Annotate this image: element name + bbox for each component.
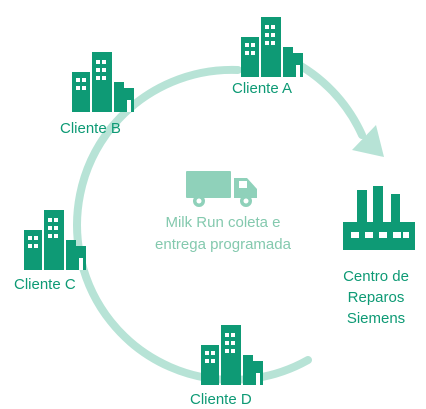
repair-center-line2: Reparos	[347, 289, 405, 306]
client-c	[16, 208, 91, 270]
client-a	[233, 15, 308, 77]
repair-center-line1: Centro de	[343, 268, 409, 285]
client-b-label: Cliente B	[60, 120, 121, 137]
milk-run-caption-line1: Milk Run coleta e	[165, 214, 281, 231]
milk-run-caption-line2: entrega programada	[155, 236, 291, 253]
client-a-label: Cliente A	[232, 80, 293, 97]
milk-run-caption: Milk Run coleta e entrega programada	[133, 212, 313, 256]
buildings-icon	[72, 52, 134, 112]
buildings-icon	[24, 210, 86, 270]
buildings-icon	[241, 17, 303, 77]
repair-center-label: Centro de Reparos Siemens	[326, 266, 426, 329]
client-b	[64, 50, 139, 112]
truck-icon	[186, 171, 257, 207]
client-d	[193, 323, 268, 385]
buildings-icon	[201, 325, 263, 385]
repair-center	[343, 186, 415, 250]
client-c-label: Cliente C	[14, 276, 76, 293]
factory-icon	[343, 186, 415, 250]
truck	[185, 168, 261, 208]
repair-center-line3: Siemens	[346, 310, 406, 327]
client-d-label: Cliente D	[190, 391, 252, 408]
